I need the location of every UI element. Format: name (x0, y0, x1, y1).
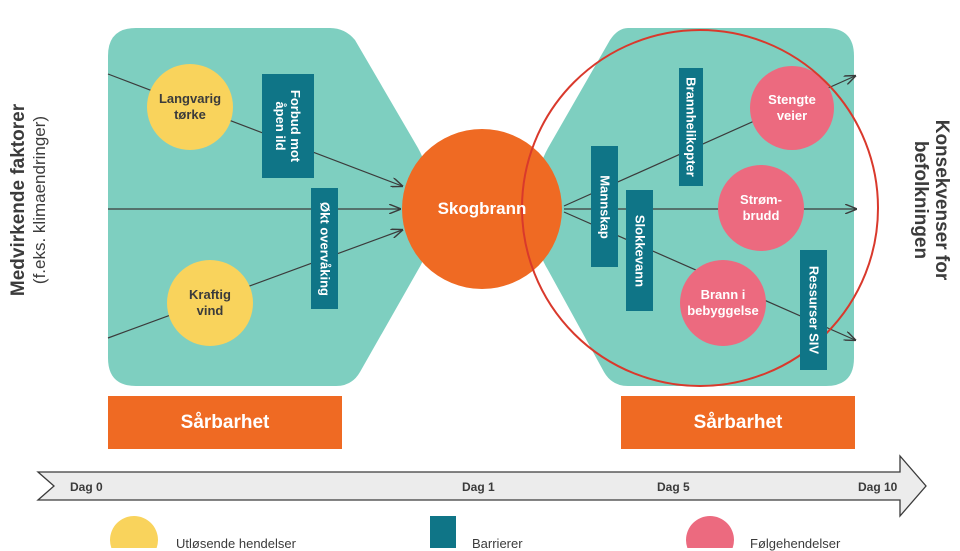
timeline-day-1: Dag 1 (462, 480, 495, 494)
timeline-day-10: Dag 10 (858, 480, 898, 494)
barrier-fire-ban: Forbud mot åpen ild (262, 74, 314, 178)
barrier-water: Slokkevann (626, 190, 653, 311)
vulnerability-right: Sårbarhet (621, 396, 855, 449)
barrier-helicopter: Brannhelikopter (679, 68, 703, 186)
consequence-circle-roads (750, 66, 834, 150)
barrier-water-label: Slokkevann (632, 214, 647, 287)
consequence-label-roads: Stengte veier (768, 92, 816, 123)
legend-consequence-label: Følgehendelser (750, 536, 841, 551)
barrier-monitoring-label: Økt overvåking (317, 201, 332, 296)
barrier-siv-resources-label: Ressurser SIV (806, 265, 821, 355)
center-event-circle (402, 129, 562, 289)
legend-triggering-label: Utløsende hendelser (176, 536, 296, 551)
consequence-label-power: Strøm-brudd (740, 192, 782, 223)
cause-line-bottom (107, 230, 402, 339)
consequence-highlight-ring (521, 29, 879, 387)
barrier-monitoring: Økt overvåking (311, 188, 338, 309)
cause-label-drought: Langvarig tørke (158, 91, 222, 122)
consequence-label-buildings: Brann i bebyggelse (687, 287, 759, 318)
timeline-arrow (36, 454, 927, 518)
timeline-day-0: Dag 0 (70, 480, 103, 494)
left-side-title: Medvirkende faktorer (8, 103, 29, 297)
cause-circle-wind (167, 260, 253, 346)
timeline-day-5: Dag 5 (657, 480, 690, 494)
legend-barrier-icon (430, 516, 456, 548)
left-side-subtitle: (f.eks. klimaendringer) (30, 115, 49, 285)
barrier-crew: Mannskap (591, 146, 618, 267)
center-event-label: Skogbrann (437, 199, 527, 218)
left-side-label: Medvirkende faktorer (f.eks. klimaendrin… (8, 90, 52, 310)
right-side-label: Konsekvenser for befolkningen (908, 90, 952, 310)
cause-label-wind: Kraftig vind (189, 287, 231, 318)
legend-triggering-icon (110, 516, 158, 548)
legend-consequence-icon (686, 516, 734, 548)
barrier-helicopter-label: Brannhelikopter (683, 77, 699, 177)
barrier-crew-label: Mannskap (597, 174, 612, 239)
consequence-circle-buildings (680, 260, 766, 346)
barrier-fire-ban-label: Forbud mot åpen ild (273, 89, 303, 163)
consequence-circle-power (718, 165, 804, 251)
cause-circle-drought (147, 64, 233, 150)
vulnerability-left: Sårbarhet (108, 396, 342, 449)
legend-barrier-label: Barrierer (472, 536, 523, 551)
right-side-title: Konsekvenser for befolkningen (910, 119, 952, 281)
barrier-siv-resources: Ressurser SIV (800, 250, 827, 370)
